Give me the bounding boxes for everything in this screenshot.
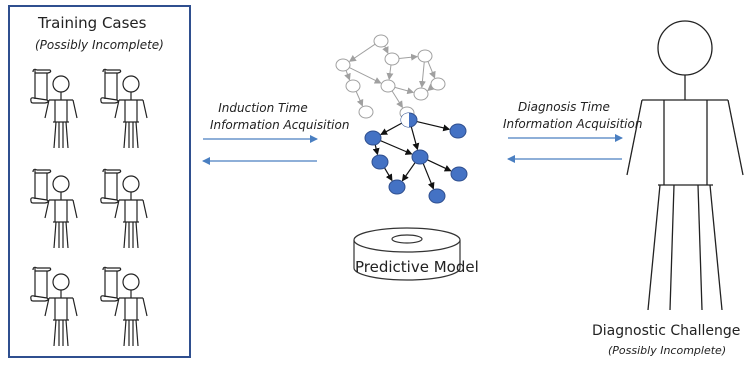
active-edge [427, 159, 452, 172]
active-edge [422, 163, 435, 190]
person-icon [44, 75, 78, 149]
ghost-node [335, 58, 351, 72]
active-network [364, 112, 468, 204]
diagnosis-label-line2: Information Acquisition [503, 117, 643, 131]
predictive-model-label: Predictive Model [355, 258, 479, 276]
training-case [100, 68, 148, 149]
ghost-network [335, 34, 446, 120]
training-case [30, 68, 78, 149]
training-cases-subtitle: (Possibly Incomplete) [35, 38, 164, 52]
ghost-node [345, 79, 361, 93]
training-cases-group [30, 68, 148, 347]
person-icon [114, 75, 148, 149]
record-scroll-icon [30, 266, 52, 302]
active-node [364, 130, 382, 146]
ghost-edge [348, 43, 376, 62]
ghost-edge [427, 83, 435, 92]
active-node [428, 188, 446, 204]
active-edge [416, 120, 451, 132]
ghost-node [373, 34, 389, 48]
active-edge [383, 167, 393, 182]
training-cases-title: Training Cases [38, 14, 147, 32]
ghost-edge [398, 53, 419, 61]
active-edge [401, 162, 416, 182]
training-case [100, 266, 148, 347]
ghost-node [380, 79, 396, 93]
active-edge [380, 122, 403, 135]
active-edge [410, 126, 420, 151]
ghost-node [384, 52, 400, 66]
record-scroll-icon [100, 266, 122, 302]
active-node [411, 149, 429, 165]
active-edge [372, 144, 380, 156]
active-node [388, 179, 406, 195]
ghost-node [358, 105, 374, 119]
partial-node [401, 113, 409, 127]
predictive-model-cylinder [353, 227, 461, 281]
ghost-edge [427, 61, 436, 79]
ghost-edge [349, 67, 382, 84]
induction-label: Induction Time Information Acquisition [210, 100, 350, 134]
record-scroll-icon [30, 168, 52, 204]
ghost-edge [418, 61, 426, 89]
training-case [30, 168, 78, 249]
active-node [371, 154, 389, 170]
ghost-edge [344, 70, 351, 81]
ghost-node [417, 49, 433, 63]
training-cases-panel [8, 5, 191, 358]
person-icon [114, 175, 148, 249]
ghost-edge [386, 64, 394, 81]
person-icon [44, 175, 78, 249]
active-node [450, 166, 468, 182]
induction-label-line2: Information Acquisition [210, 118, 350, 132]
diagnosis-label-line1: Diagnosis Time [518, 100, 610, 114]
induction-label-line1: Induction Time [218, 101, 308, 115]
diagnostic-challenge-subtitle: (Possibly Incomplete) [608, 344, 727, 357]
ghost-edge [394, 86, 415, 95]
person-icon [114, 273, 148, 347]
active-edge [380, 140, 413, 155]
training-case [30, 266, 78, 347]
ghost-edge [391, 90, 403, 109]
record-scroll-icon [100, 68, 122, 104]
diagnostic-challenge-title: Diagnostic Challenge [592, 323, 741, 339]
training-case [100, 168, 148, 249]
ghost-edge [355, 91, 364, 107]
ghost-edge [382, 45, 389, 54]
record-scroll-icon [100, 168, 122, 204]
diagnosis-label: Diagnosis Time Information Acquisition [503, 99, 643, 133]
ghost-node [413, 87, 429, 101]
person-icon [44, 273, 78, 347]
model-network [335, 34, 468, 204]
record-scroll-icon [30, 68, 52, 104]
active-node [449, 123, 467, 139]
diagnostic-challenge-figure [626, 20, 744, 311]
ghost-node [430, 77, 446, 91]
